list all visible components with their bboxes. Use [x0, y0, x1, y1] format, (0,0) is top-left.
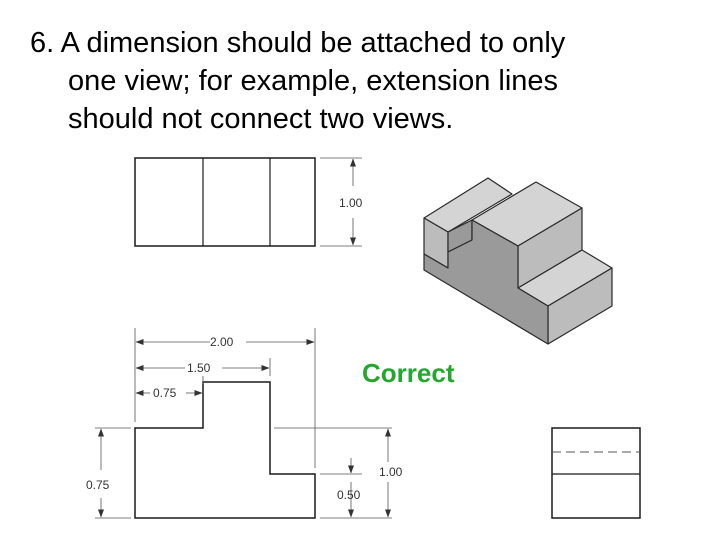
isometric-view: [423, 177, 613, 345]
dim-label-front-right-height: 1.00: [379, 465, 403, 479]
iso-front-face: [423, 219, 549, 345]
dim-label-step-width: 1.50: [187, 361, 211, 375]
title-text-1: A dimension should be attached to only: [60, 27, 566, 59]
top-view: [134, 157, 316, 247]
dim-label-front-left-height: 0.75: [86, 478, 110, 492]
side-view: [551, 427, 641, 519]
item-number: 6.: [30, 27, 55, 59]
dim-label-notch-width: 0.75: [153, 386, 177, 400]
slide-title: 6. A dimension should be attached to onl…: [30, 24, 690, 138]
dim-label-step-height: 0.50: [337, 488, 361, 502]
front-view-outline: [134, 381, 316, 519]
status-label: Correct: [362, 358, 455, 388]
title-line-2: one view; for example, extension lines: [68, 65, 559, 97]
dim-front-right-heights: [274, 427, 392, 519]
title-line-1: 6. A dimension should be attached to onl…: [30, 24, 690, 62]
dim-top-view-height: 1.00: [320, 157, 363, 247]
front-view: [134, 381, 316, 519]
dim-front-left-height: [95, 427, 131, 519]
side-view-outline: [551, 427, 641, 519]
top-view-outline: [134, 157, 316, 247]
title-line-3: should not connect two views.: [68, 103, 454, 135]
dim-label-top-view-height: 1.00: [339, 196, 363, 210]
dim-label-overall-width: 2.00: [210, 335, 234, 349]
dim-horizontal-group: [134, 328, 316, 468]
